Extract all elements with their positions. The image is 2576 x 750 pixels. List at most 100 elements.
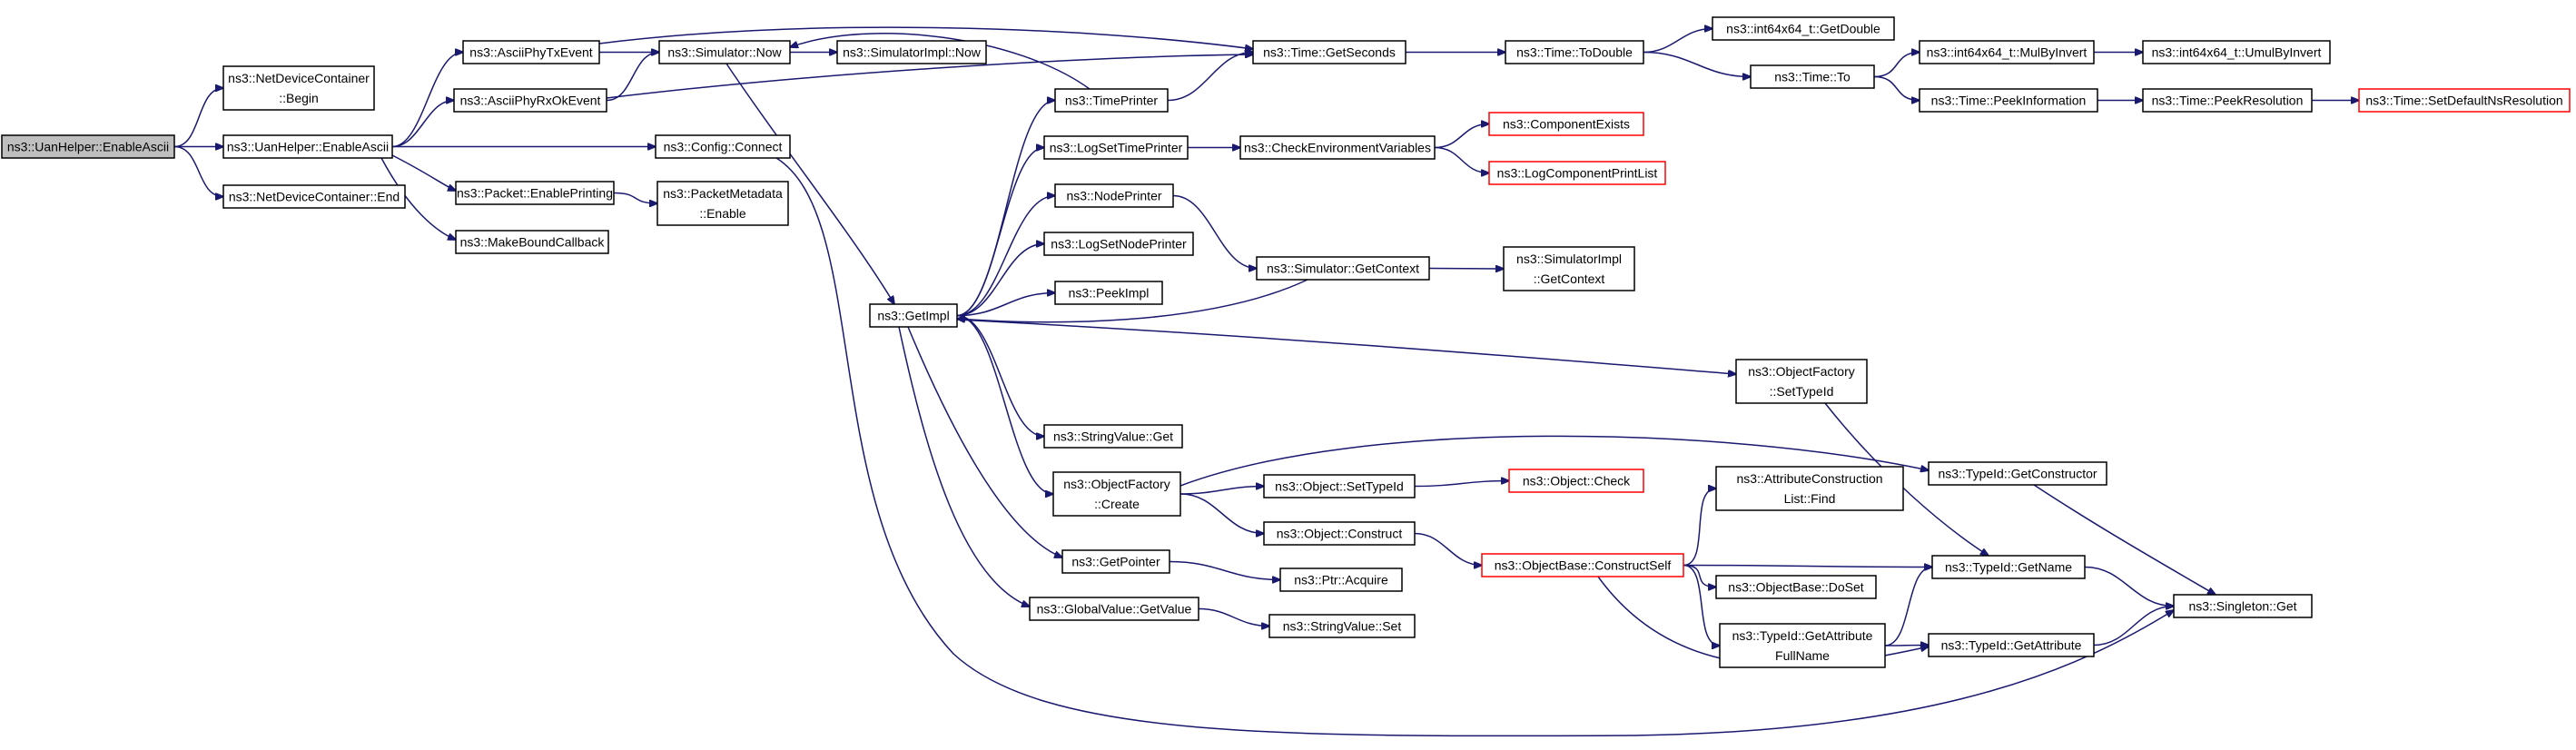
node-netdevicecontainer_end[interactable]: ns3::NetDeviceContainer::End — [222, 184, 406, 209]
node-typeid_get_attribute[interactable]: ns3::TypeId::GetAttribute — [1928, 633, 2095, 657]
edge-uan_helper_enable_ascii_root-to-netdevicecontainer_begin — [173, 88, 223, 148]
node-time_to[interactable]: ns3::Time::To — [1750, 64, 1875, 89]
node-box — [455, 181, 615, 205]
edge-time_printer-to-simulator_now — [790, 33, 1091, 90]
edge-get_impl-to-stringvalue_get — [956, 314, 1044, 437]
node-packetmetadata_enable[interactable]: ns3::PacketMetadata::Enable — [656, 181, 789, 226]
node-peek_impl[interactable]: ns3::PeekImpl — [1054, 281, 1163, 305]
node-box — [1931, 555, 2086, 579]
node-int64x64_get_double[interactable]: ns3::int64x64_t::GetDouble — [1712, 16, 1895, 41]
node-netdevicecontainer_begin[interactable]: ns3::NetDeviceContainer::Begin — [222, 65, 375, 111]
node-simulator_now[interactable]: ns3::Simulator::Now — [658, 40, 791, 64]
node-objectfactory_create[interactable]: ns3::ObjectFactory::Create — [1052, 471, 1181, 517]
node-time_printer[interactable]: ns3::TimePrinter — [1054, 88, 1169, 113]
node-ascii_phy_tx_event[interactable]: ns3::AsciiPhyTxEvent — [462, 40, 600, 64]
edge-config_connect-to-singleton_get — [775, 157, 2174, 737]
node-simulatorimpl_now[interactable]: ns3::SimulatorImpl::Now — [836, 40, 987, 64]
edge-objectbase_construct_self-to-objectbase_do_set — [1683, 564, 1716, 587]
node-get_impl[interactable]: ns3::GetImpl — [869, 303, 958, 328]
node-label: ns3::CheckEnvironmentVariables — [1244, 141, 1431, 155]
edge-object_construct-to-objectbase_construct_self — [1414, 532, 1482, 566]
node-label: ns3::SimulatorImpl::Now — [843, 45, 982, 60]
node-box — [1279, 567, 1403, 592]
node-objectbase_do_set[interactable]: ns3::ObjectBase::DoSet — [1715, 575, 1877, 599]
edge-objectfactory_create-to-object_construct — [1179, 493, 1264, 534]
node-box — [1054, 183, 1174, 208]
node-label: ns3::PacketMetadata — [663, 186, 783, 201]
edge-objectbase_construct_self-to-attribute_construction_list_find — [1683, 488, 1716, 567]
node-label: ns3::Time::SetDefaultNsResolution — [2365, 94, 2562, 108]
node-config_connect[interactable]: ns3::Config::Connect — [655, 134, 791, 159]
edge-get_impl-to-objectfactory_create — [956, 314, 1053, 495]
node-node_printer[interactable]: ns3::NodePrinter — [1054, 183, 1174, 208]
node-label: ns3::Time::PeekResolution — [2152, 94, 2304, 108]
edge-ascii_phy_tx_event-to-time_get_seconds — [598, 26, 1253, 49]
node-ptr_acquire[interactable]: ns3::Ptr::Acquire — [1279, 567, 1403, 592]
node-time_get_seconds[interactable]: ns3::Time::GetSeconds — [1252, 40, 1406, 64]
node-log_set_time_printer[interactable]: ns3::LogSetTimePrinter — [1043, 135, 1189, 160]
edge-time_to-to-time_peek_information — [1873, 75, 1920, 101]
node-box — [655, 134, 791, 159]
node-box — [1928, 461, 2107, 486]
node-check_environment_variables[interactable]: ns3::CheckEnvironmentVariables — [1239, 135, 1436, 160]
node-box — [1919, 40, 2095, 64]
node-simulatorimpl_get_context[interactable]: ns3::SimulatorImpl::GetContext — [1503, 246, 1635, 291]
node-time_peek_information[interactable]: ns3::Time::PeekInformation — [1919, 88, 2098, 113]
node-objectfactory_set_type_id[interactable]: ns3::ObjectFactory::SetTypeId — [1735, 359, 1868, 404]
node-label: ::Create — [1094, 497, 1140, 511]
node-typeid_get_constructor[interactable]: ns3::TypeId::GetConstructor — [1928, 461, 2107, 486]
node-label: ns3::TypeId::GetAttribute — [1732, 628, 1873, 643]
edge-check_environment_variables-to-log_component_print_list — [1434, 146, 1489, 173]
node-globalvalue_get_value[interactable]: ns3::GlobalValue::GetValue — [1029, 597, 1199, 621]
node-box — [1052, 471, 1181, 517]
edge-typeid_get_attribute_full_name-to-typeid_get_name — [1884, 567, 1932, 646]
node-label: ns3::Simulator::Now — [667, 45, 782, 60]
edge-time_to-to-int64x64_mul_by_invert — [1873, 53, 1920, 78]
node-time_peek_resolution[interactable]: ns3::Time::PeekResolution — [2142, 88, 2313, 113]
node-uan_helper_enable_ascii[interactable]: ns3::UanHelper::EnableAscii — [222, 134, 393, 159]
node-int64x64_umul_by_invert[interactable]: ns3::int64x64_t::UmulByInvert — [2142, 40, 2331, 64]
node-int64x64_mul_by_invert[interactable]: ns3::int64x64_t::MulByInvert — [1919, 40, 2095, 64]
node-box — [1488, 161, 1666, 185]
node-box — [1719, 623, 1886, 668]
node-label: ns3::TypeId::GetConstructor — [1938, 467, 2097, 481]
edge-typeid_get_constructor-to-singleton_get — [2033, 484, 2216, 595]
node-simulator_get_context[interactable]: ns3::Simulator::GetContext — [1256, 256, 1430, 281]
edge-objectbase_construct_self-to-typeid_get_name — [1683, 566, 1932, 567]
node-box — [1508, 469, 1644, 493]
node-objectbase_construct_self[interactable]: ns3::ObjectBase::ConstructSelf — [1481, 553, 1684, 577]
node-time_to_double[interactable]: ns3::Time::ToDouble — [1505, 40, 1644, 64]
edge-get_impl-to-time_printer — [956, 101, 1055, 317]
node-box — [1503, 246, 1635, 291]
node-component_exists[interactable]: ns3::ComponentExists — [1488, 112, 1644, 136]
node-log_component_print_list[interactable]: ns3::LogComponentPrintList — [1488, 161, 1666, 185]
node-packet_enable_printing[interactable]: ns3::Packet::EnablePrinting — [455, 181, 615, 205]
edge-simulator_get_context-to-simulatorimpl_get_context — [1428, 269, 1504, 270]
node-time_set_default_ns_resolution[interactable]: ns3::Time::SetDefaultNsResolution — [2358, 88, 2571, 113]
node-ascii_phy_rx_ok_event[interactable]: ns3::AsciiPhyRxOkEvent — [453, 88, 607, 113]
node-box — [1061, 549, 1170, 574]
node-object_construct[interactable]: ns3::Object::Construct — [1263, 521, 1416, 546]
node-object_check[interactable]: ns3::Object::Check — [1508, 469, 1644, 493]
node-box — [1750, 64, 1875, 89]
node-box — [1043, 135, 1189, 160]
edge-get_impl-to-peek_impl — [956, 293, 1055, 317]
node-object_set_type_id[interactable]: ns3::Object::SetTypeId — [1263, 474, 1416, 498]
node-singleton_get[interactable]: ns3::Singleton::Get — [2173, 594, 2313, 618]
node-log_set_node_printer[interactable]: ns3::LogSetNodePrinter — [1043, 232, 1194, 256]
node-box — [1256, 256, 1430, 281]
node-uan_helper_enable_ascii_root[interactable]: ns3::UanHelper::EnableAscii — [1, 134, 175, 159]
node-label: ns3::int64x64_t::MulByInvert — [1927, 45, 2087, 60]
node-label: ns3::LogSetTimePrinter — [1050, 141, 1183, 155]
node-stringvalue_set[interactable]: ns3::StringValue::Set — [1268, 614, 1416, 638]
node-label: ns3::ObjectFactory — [1748, 364, 1855, 379]
node-stringvalue_get[interactable]: ns3::StringValue::Get — [1043, 424, 1183, 449]
node-label: ns3::Simulator::GetContext — [1267, 262, 1419, 276]
node-label: ns3::ObjectFactory — [1063, 477, 1170, 491]
node-get_pointer[interactable]: ns3::GetPointer — [1061, 549, 1170, 574]
node-typeid_get_name[interactable]: ns3::TypeId::GetName — [1931, 555, 2086, 579]
node-make_bound_callback[interactable]: ns3::MakeBoundCallback — [455, 230, 609, 254]
edge-globalvalue_get_value-to-stringvalue_set — [1198, 607, 1269, 627]
